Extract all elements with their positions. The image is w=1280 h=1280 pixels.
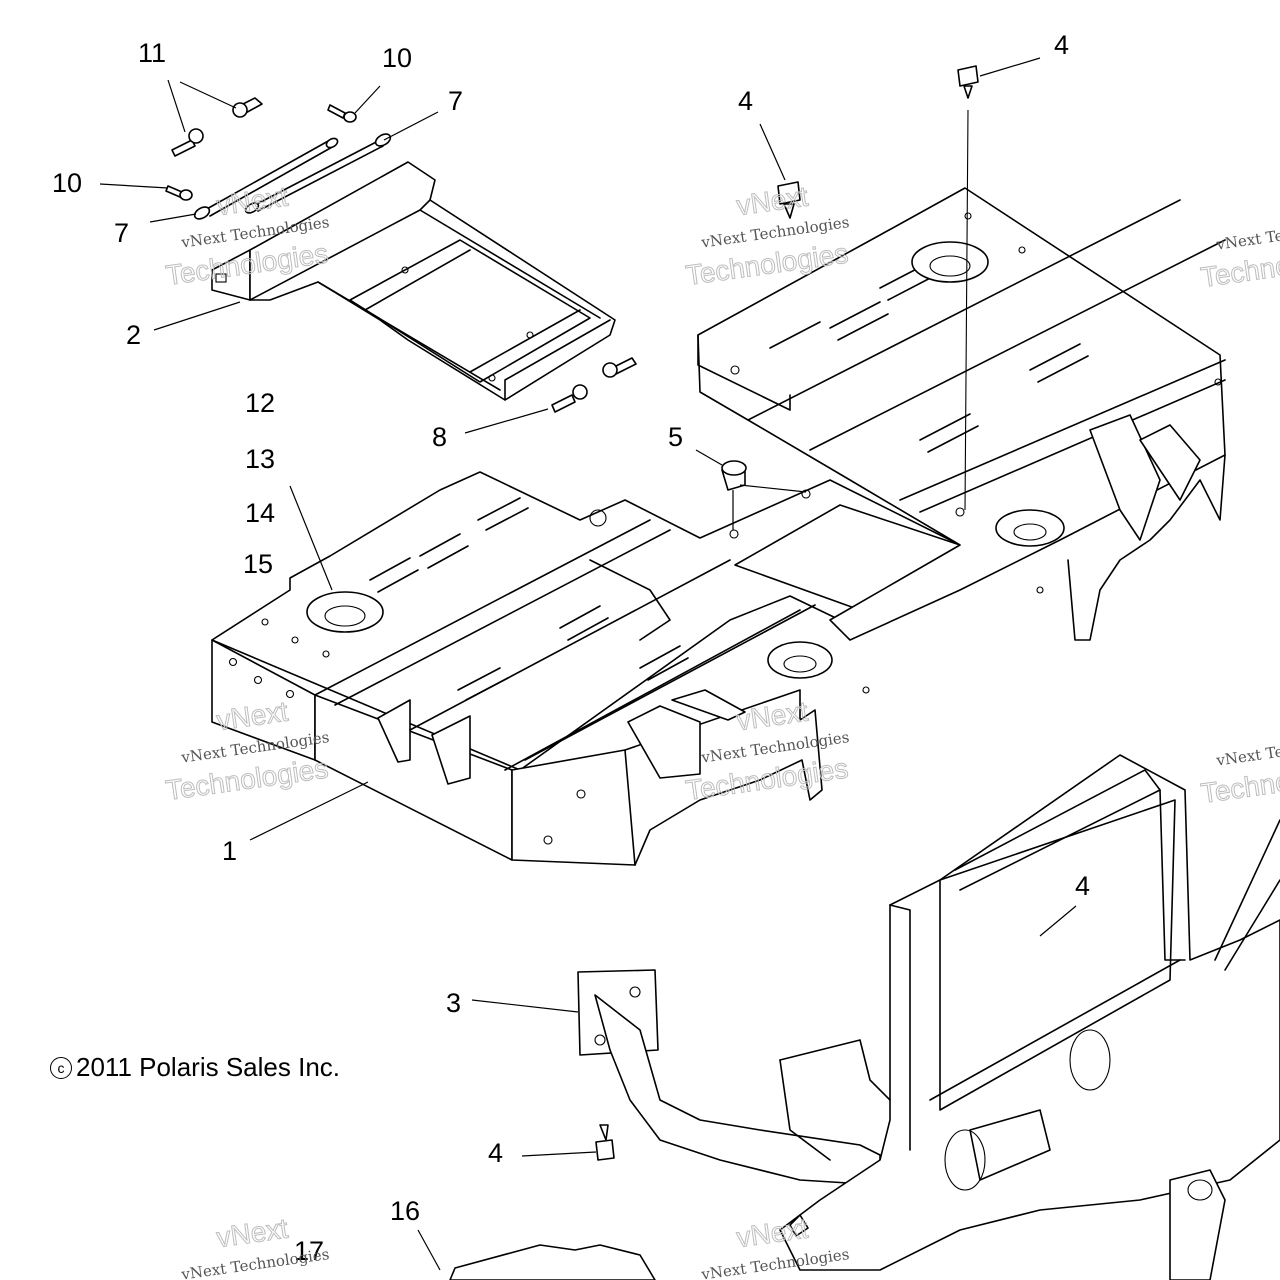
watermark-text: vNext (215, 1213, 290, 1254)
callout-16: 16 (390, 1196, 420, 1226)
callout-5: 5 (668, 422, 683, 452)
callout-4: 4 (488, 1138, 503, 1168)
callout-12: 12 (245, 388, 275, 418)
callout-4: 4 (1054, 30, 1069, 60)
watermark-text: vNext Technologies (1214, 731, 1280, 770)
callout-7: 7 (448, 86, 463, 116)
callout-13: 13 (245, 444, 275, 474)
callout-15: 15 (243, 549, 273, 579)
callout-2: 2 (126, 320, 141, 350)
part-7-cables (193, 133, 392, 220)
callout-10: 10 (52, 168, 82, 198)
watermark-text: vNext (735, 181, 810, 222)
part-1-rear-floor (697, 109, 1226, 641)
callout-labels: 11 10 7 10 7 2 12 8 13 14 15 5 4 4 1 4 3… (52, 30, 1090, 1266)
watermark-text: vNext Technologies (179, 1245, 330, 1280)
callout-8: 8 (432, 422, 447, 452)
callout-17: 17 (294, 1236, 324, 1266)
watermark-text: vNext (215, 181, 290, 222)
leader-lines (99, 57, 1077, 1271)
watermark-text: vNext Technologies (1214, 215, 1280, 254)
part-2-cover-plate (211, 161, 616, 401)
callout-7: 7 (114, 218, 129, 248)
copyright-text: 2011 Polaris Sales Inc. (76, 1052, 340, 1082)
copyright-icon: c (50, 1057, 72, 1079)
callout-4: 4 (1075, 871, 1090, 901)
watermark-text: vNext Technologies (699, 1245, 850, 1280)
part-1-floor-pan (211, 471, 1044, 866)
part-3-bumper (577, 754, 1280, 1280)
fasteners-upper (165, 97, 637, 413)
callout-1: 1 (222, 836, 237, 866)
part-16-skid-plate (449, 1244, 656, 1280)
watermark-text: vNext (735, 696, 810, 737)
callout-10: 10 (382, 43, 412, 73)
part-5-plug (721, 460, 807, 530)
callout-14: 14 (245, 498, 275, 528)
callout-3: 3 (446, 988, 461, 1018)
callout-4: 4 (738, 86, 753, 116)
callout-11: 11 (138, 38, 166, 68)
